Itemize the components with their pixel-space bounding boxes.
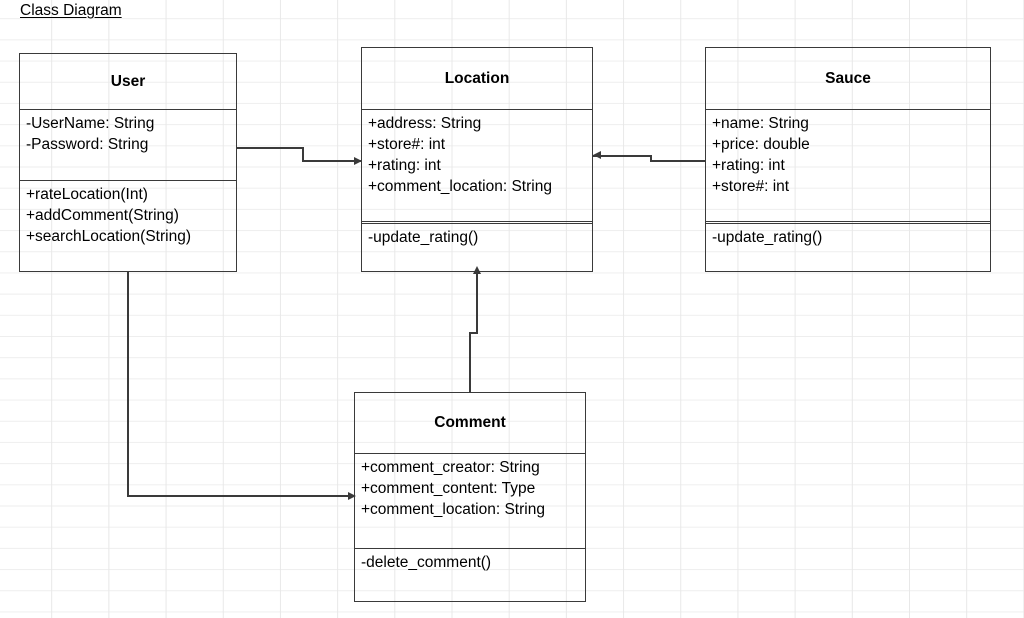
connector-sauce-location[interactable] bbox=[650, 160, 706, 162]
arrowhead-left-icon bbox=[593, 151, 601, 159]
arrowhead-right-icon bbox=[354, 156, 362, 165]
class-box-sauce[interactable]: Sauce +name: String +price: double +rati… bbox=[705, 47, 991, 272]
attribute-row: +name: String bbox=[712, 115, 809, 132]
connector-user-comment[interactable] bbox=[127, 495, 355, 497]
compartment-divider bbox=[706, 220, 990, 224]
attribute-row: +rating: int bbox=[712, 157, 785, 174]
class-name-comment: Comment bbox=[434, 414, 506, 431]
connector-user-location[interactable] bbox=[302, 147, 304, 162]
compartment-divider bbox=[706, 109, 990, 110]
arrowhead-up-icon bbox=[472, 266, 481, 274]
attributes-compartment-user: -UserName: String -Password: String bbox=[20, 110, 236, 180]
attribute-row: +comment_creator: String bbox=[361, 459, 540, 476]
attribute-row: +comment_location: String bbox=[361, 501, 545, 518]
compartment-divider bbox=[355, 548, 585, 549]
attribute-row: +rating: int bbox=[368, 157, 441, 174]
attribute-row: -Password: String bbox=[26, 136, 149, 153]
arrowhead-right-icon bbox=[348, 491, 356, 500]
attribute-row: +price: double bbox=[712, 136, 810, 153]
class-box-comment[interactable]: Comment +comment_creator: String +commen… bbox=[354, 392, 586, 602]
compartment-divider bbox=[362, 220, 592, 224]
attributes-compartment-comment: +comment_creator: String +comment_conten… bbox=[355, 454, 585, 548]
methods-compartment-comment: -delete_comment() bbox=[355, 549, 585, 601]
connector-user-location[interactable] bbox=[302, 160, 361, 162]
class-name-user: User bbox=[110, 72, 146, 90]
class-name-sauce: Sauce bbox=[825, 69, 871, 87]
method-row: +addComment(String) bbox=[26, 206, 179, 224]
class-box-user[interactable]: User -UserName: String -Password: String… bbox=[19, 53, 237, 272]
connector-comment-location[interactable] bbox=[476, 272, 478, 333]
attributes-compartment-sauce: +name: String +price: double +rating: in… bbox=[706, 110, 990, 221]
method-row: -update_rating() bbox=[368, 228, 479, 246]
attribute-row: +store#: int bbox=[712, 178, 790, 195]
class-name-location: Location bbox=[444, 69, 510, 87]
attribute-row: +comment_location: String bbox=[368, 178, 552, 195]
method-row: -update_rating() bbox=[712, 228, 823, 246]
methods-compartment-location: -update_rating() bbox=[362, 224, 592, 272]
connector-sauce-location[interactable] bbox=[650, 155, 652, 162]
attributes-compartment-location: +address: String +store#: int +rating: i… bbox=[362, 110, 592, 221]
methods-compartment-sauce: -update_rating() bbox=[706, 224, 990, 272]
method-row: +searchLocation(String) bbox=[26, 227, 191, 245]
compartment-divider bbox=[355, 453, 585, 454]
attribute-row: +store#: int bbox=[368, 136, 446, 153]
compartment-divider bbox=[20, 179, 236, 181]
methods-compartment-user: +rateLocation(Int) +addComment(String) +… bbox=[20, 181, 236, 272]
attribute-row: -UserName: String bbox=[26, 115, 155, 132]
compartment-divider bbox=[20, 109, 236, 110]
compartment-divider bbox=[362, 109, 592, 110]
connector-comment-location[interactable] bbox=[469, 332, 478, 334]
attribute-row: +comment_content: Type bbox=[361, 480, 536, 497]
connector-sauce-location[interactable] bbox=[593, 155, 651, 157]
connector-user-comment[interactable] bbox=[127, 271, 129, 497]
connector-user-location[interactable] bbox=[237, 147, 304, 149]
method-row: -delete_comment() bbox=[361, 554, 492, 571]
class-box-location[interactable]: Location +address: String +store#: int +… bbox=[361, 47, 593, 272]
page-title: Class Diagram bbox=[20, 2, 122, 19]
connector-comment-location[interactable] bbox=[469, 332, 471, 393]
attribute-row: +address: String bbox=[368, 115, 482, 132]
method-row: +rateLocation(Int) bbox=[26, 185, 148, 203]
